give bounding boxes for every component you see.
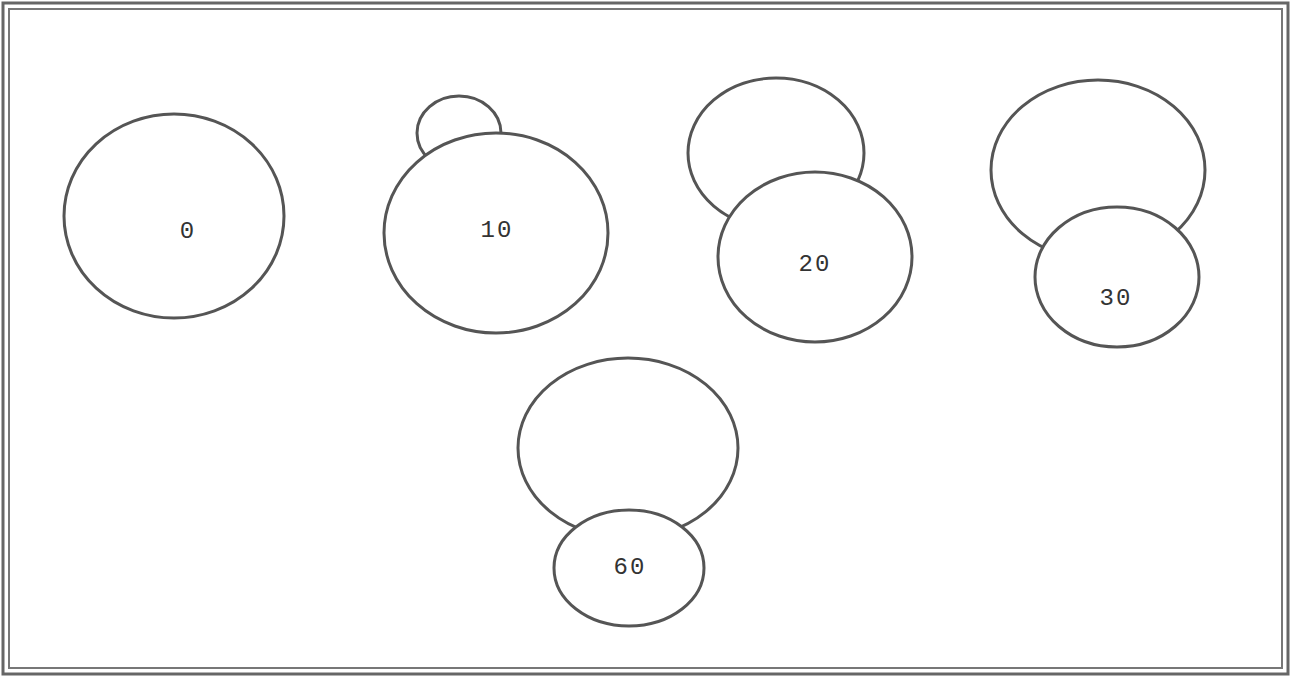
time-label: 20 [799,253,832,277]
cell-ellipse: 60 [554,510,704,626]
cell-outline [1035,207,1199,347]
time-label: 30 [1100,287,1133,311]
inner-frame [9,9,1282,668]
cell-ellipse: 30 [1035,207,1199,347]
cell-ellipse: 0 [64,114,284,318]
time-label: 60 [614,556,647,580]
cell-outline [384,133,608,333]
cell-outline [554,510,704,626]
cell-outline [64,114,284,318]
cell-outline [1035,207,1199,347]
cell-outline [64,114,284,318]
cell-ellipse: 20 [718,172,912,342]
outer-frame [3,3,1288,674]
time-label: 10 [481,219,514,243]
time-label: 0 [180,220,196,244]
cell-outline [718,172,912,342]
cell-ellipse: 10 [384,133,608,333]
